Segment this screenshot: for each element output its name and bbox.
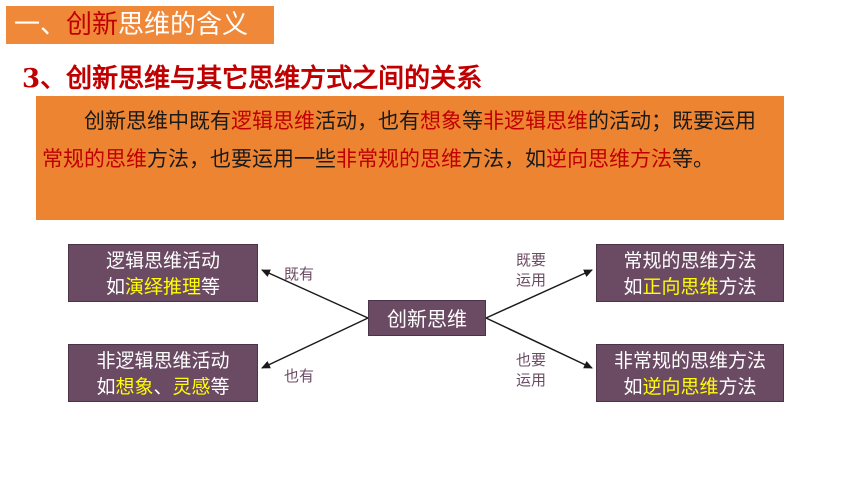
- intro-text: 方法，如: [462, 147, 546, 171]
- arrow-to-bottom-right: [485, 317, 593, 369]
- node-highlight: 正向思维: [642, 276, 719, 298]
- subtitle: 3、创新思维与其它思维方式之间的关系: [22, 64, 483, 94]
- node-line: 非逻辑思维活动: [96, 350, 230, 372]
- label-line: 既要: [516, 251, 547, 269]
- node-text: 如: [623, 376, 643, 398]
- intro-paragraph: 创新思维中既有逻辑思维活动，也有想象等非逻辑思维的活动；既要运用常规的思维方法，…: [36, 96, 784, 220]
- node-creative-thinking: 创新思维: [368, 300, 486, 336]
- node-line: 非常规的思维方法: [613, 350, 766, 372]
- node-highlight: 逆向思维: [642, 376, 719, 398]
- arrow-to-top-left: [261, 269, 369, 319]
- node-nonlogical-thinking: 非逻辑思维活动 如想象、灵感等: [68, 344, 258, 402]
- label-must-use: 既要 运用: [516, 250, 546, 290]
- node-text: 方法: [718, 276, 757, 298]
- intro-highlight: 常规的思维: [42, 147, 147, 171]
- intro-highlight: 非常规的思维: [336, 147, 462, 171]
- node-line: 如逆向思维方法: [597, 374, 783, 400]
- intro-text: 的活动；既要运用: [588, 109, 756, 133]
- label-line: 也要: [516, 351, 547, 369]
- intro-text: 活动，也有: [315, 109, 420, 133]
- node-text: 、: [153, 376, 173, 398]
- node-text: 方法: [718, 376, 757, 398]
- intro-text: 方法，也要运用一些: [147, 147, 336, 171]
- intro-highlight: 想象: [420, 109, 462, 133]
- node-logical-thinking: 逻辑思维活动 如演绎推理等: [68, 244, 258, 302]
- intro-highlight: 非逻辑思维: [483, 109, 588, 133]
- intro-text: 创新思维中既有: [84, 109, 231, 133]
- arrow-to-top-right: [485, 269, 593, 319]
- intro-highlight: 逻辑思维: [231, 109, 315, 133]
- node-highlight: 灵感: [172, 376, 211, 398]
- node-line: 如想象、灵感等: [69, 374, 257, 400]
- node-line: 常规的思维方法: [623, 250, 757, 272]
- node-highlight: 想象: [115, 376, 154, 398]
- node-unconventional-method: 非常规的思维方法 如逆向思维方法: [596, 344, 784, 402]
- node-line: 如演绎推理等: [69, 274, 257, 300]
- arrow-to-bottom-left: [261, 317, 369, 369]
- label-line: 运用: [516, 271, 547, 289]
- label-also-use: 也要 运用: [516, 350, 546, 390]
- node-line: 如正向思维方法: [597, 274, 783, 300]
- section-title-prefix: 一、: [14, 10, 67, 40]
- node-line: 逻辑思维活动: [105, 250, 220, 272]
- label-has: 既有: [284, 265, 315, 283]
- node-text: 如: [96, 376, 116, 398]
- node-text: 等: [201, 276, 221, 298]
- intro-highlight: 逆向思维方法: [546, 147, 672, 171]
- node-text: 如: [105, 276, 125, 298]
- node-text: 如: [623, 276, 643, 298]
- node-text: 等: [210, 376, 230, 398]
- section-title-highlight: 创新: [66, 10, 119, 40]
- section-title: 一、创新思维的含义: [6, 6, 274, 44]
- label-also-has: 也有: [284, 367, 315, 385]
- node-conventional-method: 常规的思维方法 如正向思维方法: [596, 244, 784, 302]
- node-highlight: 演绎推理: [124, 276, 201, 298]
- section-title-suffix: 思维的含义: [118, 10, 249, 40]
- intro-text: 等: [462, 109, 483, 133]
- intro-text: 等。: [672, 147, 714, 171]
- label-line: 运用: [516, 371, 547, 389]
